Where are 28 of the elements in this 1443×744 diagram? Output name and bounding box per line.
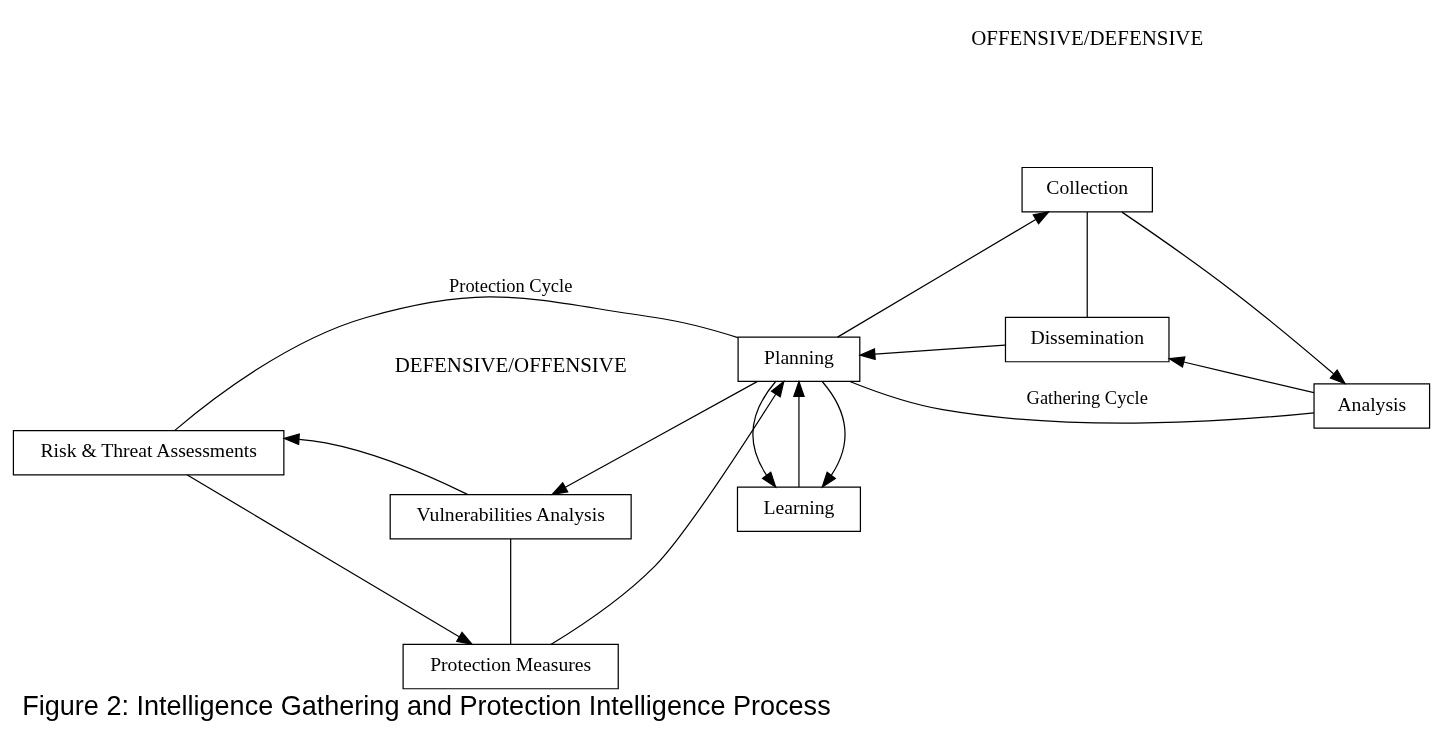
arrow (186, 473, 474, 645)
arrow (550, 380, 758, 495)
caption: Figure 2: Intelligence Gathering and Protection Intelligence Process (22, 690, 831, 721)
node-box: Dissemination (1004, 316, 1170, 362)
node-box: Risk & Threat Assessments (12, 429, 285, 475)
arrow (792, 379, 805, 488)
arrow (752, 380, 777, 488)
node-box: Planning (737, 336, 861, 382)
arrow (1121, 211, 1347, 385)
arrow (282, 432, 469, 495)
connector (510, 537, 512, 645)
edge-label: Gathering Cycle (1026, 387, 1148, 408)
edge-label: Protection Cycle (449, 275, 573, 296)
node-box: Protection Measures (402, 643, 619, 689)
node-box: Vulnerabilities Analysis (389, 493, 632, 539)
arrow (821, 380, 846, 488)
label: DEFENSIVE/OFFENSIVE (394, 352, 627, 377)
arrow (550, 379, 785, 645)
connector (1086, 210, 1088, 318)
node-box: Collection (1021, 166, 1153, 212)
node-box: Learning (736, 486, 862, 532)
connector (174, 295, 739, 431)
connector (849, 380, 1315, 424)
node-box: Analysis (1313, 382, 1431, 429)
arrow (836, 210, 1051, 338)
arrow (858, 344, 1006, 360)
label: OFFENSIVE/DEFENSIVE (971, 25, 1204, 50)
arrow (1167, 355, 1315, 393)
